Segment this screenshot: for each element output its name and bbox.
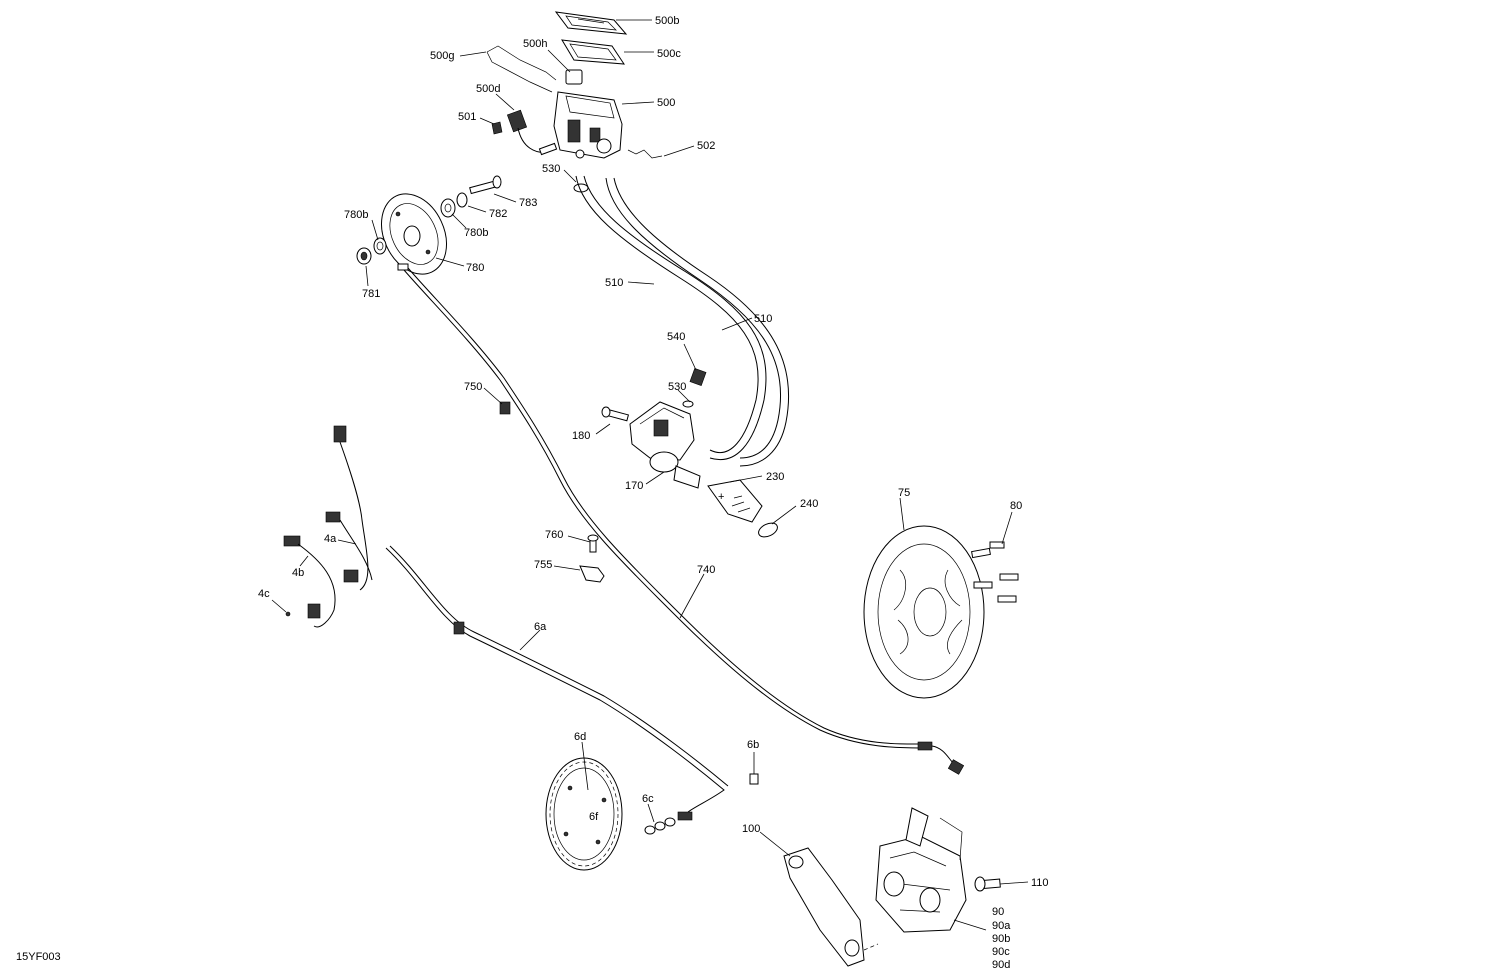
- label-4a: 4a: [324, 533, 337, 545]
- brake-disc-75: [863, 525, 985, 699]
- label-500b: 500b: [655, 15, 679, 27]
- caliper-90: [875, 807, 967, 933]
- bolt-783: [469, 175, 502, 195]
- callout-labels: 500b 500c 500h 500g 500d 501 500 502 530…: [16, 15, 1049, 971]
- bracket-100: [783, 847, 865, 967]
- label-4b: 4b: [292, 567, 304, 579]
- leader-lines: [271, 19, 1029, 931]
- label-780b-left: 780b: [344, 209, 368, 221]
- label-4c: 4c: [258, 588, 270, 600]
- bolt-110: [974, 876, 1001, 892]
- sensor-harness-4: [283, 425, 373, 628]
- label-170: 170: [625, 480, 643, 492]
- pedal-hub-780: [381, 193, 447, 275]
- label-510-a: 510: [605, 277, 623, 289]
- screw-501: [491, 121, 503, 135]
- label-782: 782: [489, 208, 507, 220]
- label-80: 80: [1010, 500, 1022, 512]
- master-cylinder-170: [629, 401, 701, 489]
- label-502: 502: [697, 140, 715, 152]
- reservoir-body-500: [553, 91, 623, 159]
- label-6c: 6c: [642, 793, 654, 805]
- brake-cable-740: [397, 263, 965, 775]
- label-90c: 90c: [992, 946, 1010, 958]
- svg-text:+: +: [718, 491, 724, 503]
- label-500g: 500g: [430, 50, 454, 62]
- level-sensor-500d: [506, 109, 549, 153]
- washer-782: [456, 192, 468, 208]
- cable-clip-750: [499, 401, 511, 415]
- label-501: 501: [458, 111, 476, 123]
- figure-code: 15YF003: [16, 951, 61, 963]
- label-110: 110: [1031, 877, 1049, 889]
- reservoir-cap-500b: [554, 11, 628, 35]
- label-750: 750: [464, 381, 482, 393]
- label-6a: 6a: [534, 621, 547, 633]
- clamp-530-bottom: [682, 400, 694, 408]
- reservoir-float-500h: [565, 69, 583, 85]
- label-780: 780: [466, 262, 484, 274]
- label-755: 755: [534, 559, 552, 571]
- label-500h: 500h: [523, 38, 547, 50]
- label-75: 75: [898, 487, 910, 499]
- label-510-b: 510: [754, 313, 772, 325]
- label-760: 760: [545, 529, 563, 541]
- tone-ring-6d: [545, 757, 623, 871]
- label-783: 783: [519, 197, 537, 209]
- disc-bolts-80: [971, 541, 1019, 603]
- wheel-sensor-cable-6a: [385, 545, 729, 813]
- label-740: 740: [697, 564, 715, 576]
- label-500d: 500d: [476, 83, 500, 95]
- label-781: 781: [362, 288, 380, 300]
- bolt-180: [601, 406, 630, 422]
- screw-760: [587, 534, 599, 553]
- washers-6c: [644, 811, 693, 835]
- label-6d: 6d: [574, 731, 586, 743]
- label-240: 240: [800, 498, 818, 510]
- label-540: 540: [667, 331, 685, 343]
- washer-780b-right: [440, 198, 456, 218]
- bracket-502: [627, 149, 663, 159]
- nut-781: [356, 247, 372, 265]
- label-100: 100: [742, 823, 760, 835]
- cap-240: [758, 522, 778, 538]
- label-780b-right: 780b: [464, 227, 488, 239]
- screw-6b: [749, 773, 759, 785]
- label-180: 180: [572, 430, 590, 442]
- reservoir-diaphragm-500c: [561, 39, 625, 65]
- label-90a: 90a: [992, 920, 1011, 932]
- label-90: 90: [992, 906, 1004, 918]
- label-90d: 90d: [992, 959, 1010, 971]
- sensor-pin: [538, 142, 558, 156]
- label-500: 500: [657, 97, 675, 109]
- label-6b: 6b: [747, 739, 759, 751]
- clamp-755: [579, 565, 605, 583]
- retainer-clip-500g: [486, 45, 557, 93]
- label-530-bottom: 530: [668, 381, 686, 393]
- boot-230: +: [707, 479, 763, 523]
- label-90b: 90b: [992, 933, 1010, 945]
- label-6f: 6f: [589, 811, 599, 823]
- washer-780b-left: [373, 237, 387, 255]
- label-230: 230: [766, 471, 784, 483]
- label-500c: 500c: [657, 48, 681, 60]
- label-530-top: 530: [542, 163, 560, 175]
- clip-540: [689, 367, 707, 387]
